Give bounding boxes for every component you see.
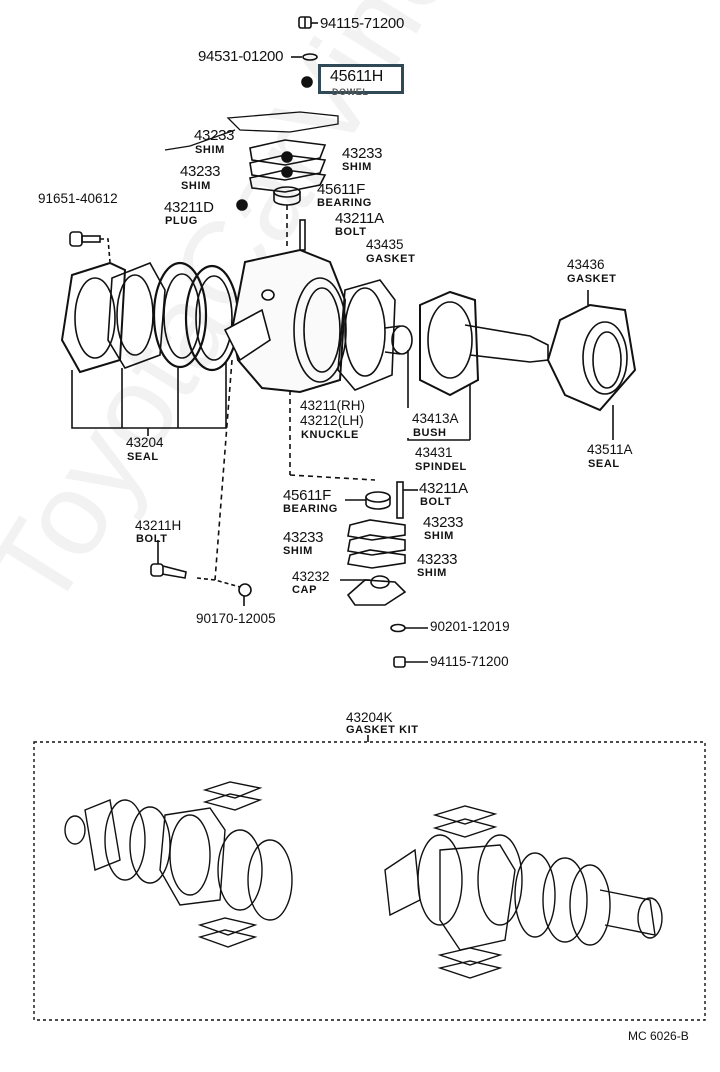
- knuckle-body: [223, 248, 347, 394]
- gasket-kit-box: [33, 741, 706, 1021]
- part-name-bearing: BEARING: [317, 197, 372, 209]
- bolt-bottom-icon: [396, 481, 418, 519]
- part-name-bolt: BOLT: [335, 226, 367, 238]
- part-name-bolt: BOLT: [136, 533, 168, 545]
- seal-rings: [60, 261, 240, 436]
- part-name-shim: SHIM: [195, 144, 225, 156]
- nut-top-icon: [298, 16, 318, 29]
- part-label-45611H[interactable]: 45611H: [330, 68, 384, 85]
- bolt-h-icon: [150, 540, 187, 579]
- part-name-cap: CAP: [292, 584, 318, 596]
- shim-stack-top: [249, 139, 327, 193]
- part-label-43232[interactable]: 43232: [292, 569, 330, 584]
- part-label-43233[interactable]: 43233: [342, 145, 383, 162]
- part-label-94115-71200-top[interactable]: 94115-71200: [320, 15, 405, 32]
- washer-bottom-icon: [390, 623, 428, 633]
- part-label-94115-71200-bottom[interactable]: 94115-71200: [430, 654, 509, 669]
- gasket-kit-right: [384, 805, 663, 979]
- bearing-bottom-icon: [345, 491, 391, 510]
- part-label-43211D[interactable]: 43211D: [164, 199, 214, 216]
- part-name-shim: SHIM: [417, 567, 447, 579]
- part-label-43511A[interactable]: 43511A: [587, 442, 633, 457]
- part-label-43233[interactable]: 43233: [180, 163, 221, 180]
- part-label-43211A[interactable]: 43211A: [419, 480, 468, 497]
- part-label-43204K[interactable]: 43204K: [346, 710, 393, 725]
- part-name-shim: SHIM: [283, 545, 313, 557]
- plug-icon: [236, 199, 248, 211]
- arm-plate: [226, 111, 339, 133]
- part-label-43435[interactable]: 43435: [366, 237, 404, 252]
- part-label-43211H[interactable]: 43211H: [135, 518, 182, 533]
- part-label-90201-12019[interactable]: 90201-12019: [430, 619, 510, 634]
- part-name-seal: SEAL: [127, 451, 159, 463]
- gasket-43435: [337, 279, 396, 391]
- part-label-43233[interactable]: 43233: [194, 127, 235, 144]
- part-name-bolt: BOLT: [420, 496, 452, 508]
- nut-bottom-icon: [393, 656, 428, 668]
- part-label-43233[interactable]: 43233: [283, 529, 324, 546]
- shim-stack-bottom: [347, 519, 406, 569]
- gasket-kit-left: [64, 781, 293, 948]
- bolt-seal-icon: [69, 231, 101, 247]
- part-label-90170-12005[interactable]: 90170-12005: [196, 611, 276, 626]
- part-name-spindel: SPINDEL: [415, 461, 467, 473]
- part-label-45611F[interactable]: 45611F: [317, 181, 365, 198]
- cap-icon: [340, 575, 407, 606]
- part-name-shim: SHIM: [342, 161, 372, 173]
- part-label-43233[interactable]: 43233: [423, 514, 464, 531]
- part-label-43413A[interactable]: 43413A: [412, 411, 459, 426]
- nut-knuckle-icon: [238, 583, 252, 606]
- part-label-45611F[interactable]: 45611F: [283, 487, 331, 504]
- part-name-plug: PLUG: [165, 215, 198, 227]
- seal-43511A: [546, 290, 637, 440]
- part-label-91651-40612[interactable]: 91651-40612: [38, 191, 118, 206]
- dowel-icon: [301, 76, 313, 88]
- part-name-bearing: BEARING: [283, 503, 338, 515]
- part-label-43204[interactable]: 43204: [126, 435, 164, 450]
- bush-icon: [384, 325, 413, 408]
- part-label-43212-lh[interactable]: 43212(LH): [300, 413, 364, 428]
- part-name-dowel: DOWEL: [332, 87, 369, 97]
- part-name-gasket-kit: GASKET KIT: [346, 724, 419, 736]
- bolt-top-icon: [299, 219, 306, 251]
- part-name-seal: SEAL: [588, 458, 620, 470]
- washer-top-icon: [291, 53, 318, 61]
- part-name-gasket: GASKET: [567, 273, 617, 285]
- part-label-43211A[interactable]: 43211A: [335, 210, 384, 227]
- part-name-shim: SHIM: [424, 530, 454, 542]
- part-name-gasket: GASKET: [366, 253, 416, 265]
- highlight-box: [318, 64, 404, 94]
- part-name-bush: BUSH: [413, 427, 447, 439]
- spindel-drawing: [407, 290, 549, 441]
- part-label-43431[interactable]: 43431: [415, 445, 453, 460]
- part-label-94531-01200[interactable]: 94531-01200: [198, 48, 284, 65]
- part-label-43436[interactable]: 43436: [567, 257, 605, 272]
- part-name-knuckle: KNUCKLE: [301, 429, 359, 441]
- part-name-shim: SHIM: [181, 180, 211, 192]
- part-label-43211-rh[interactable]: 43211(RH): [300, 398, 366, 413]
- part-label-43233[interactable]: 43233: [417, 551, 458, 568]
- diagram-code: MC 6026-B: [628, 1029, 689, 1043]
